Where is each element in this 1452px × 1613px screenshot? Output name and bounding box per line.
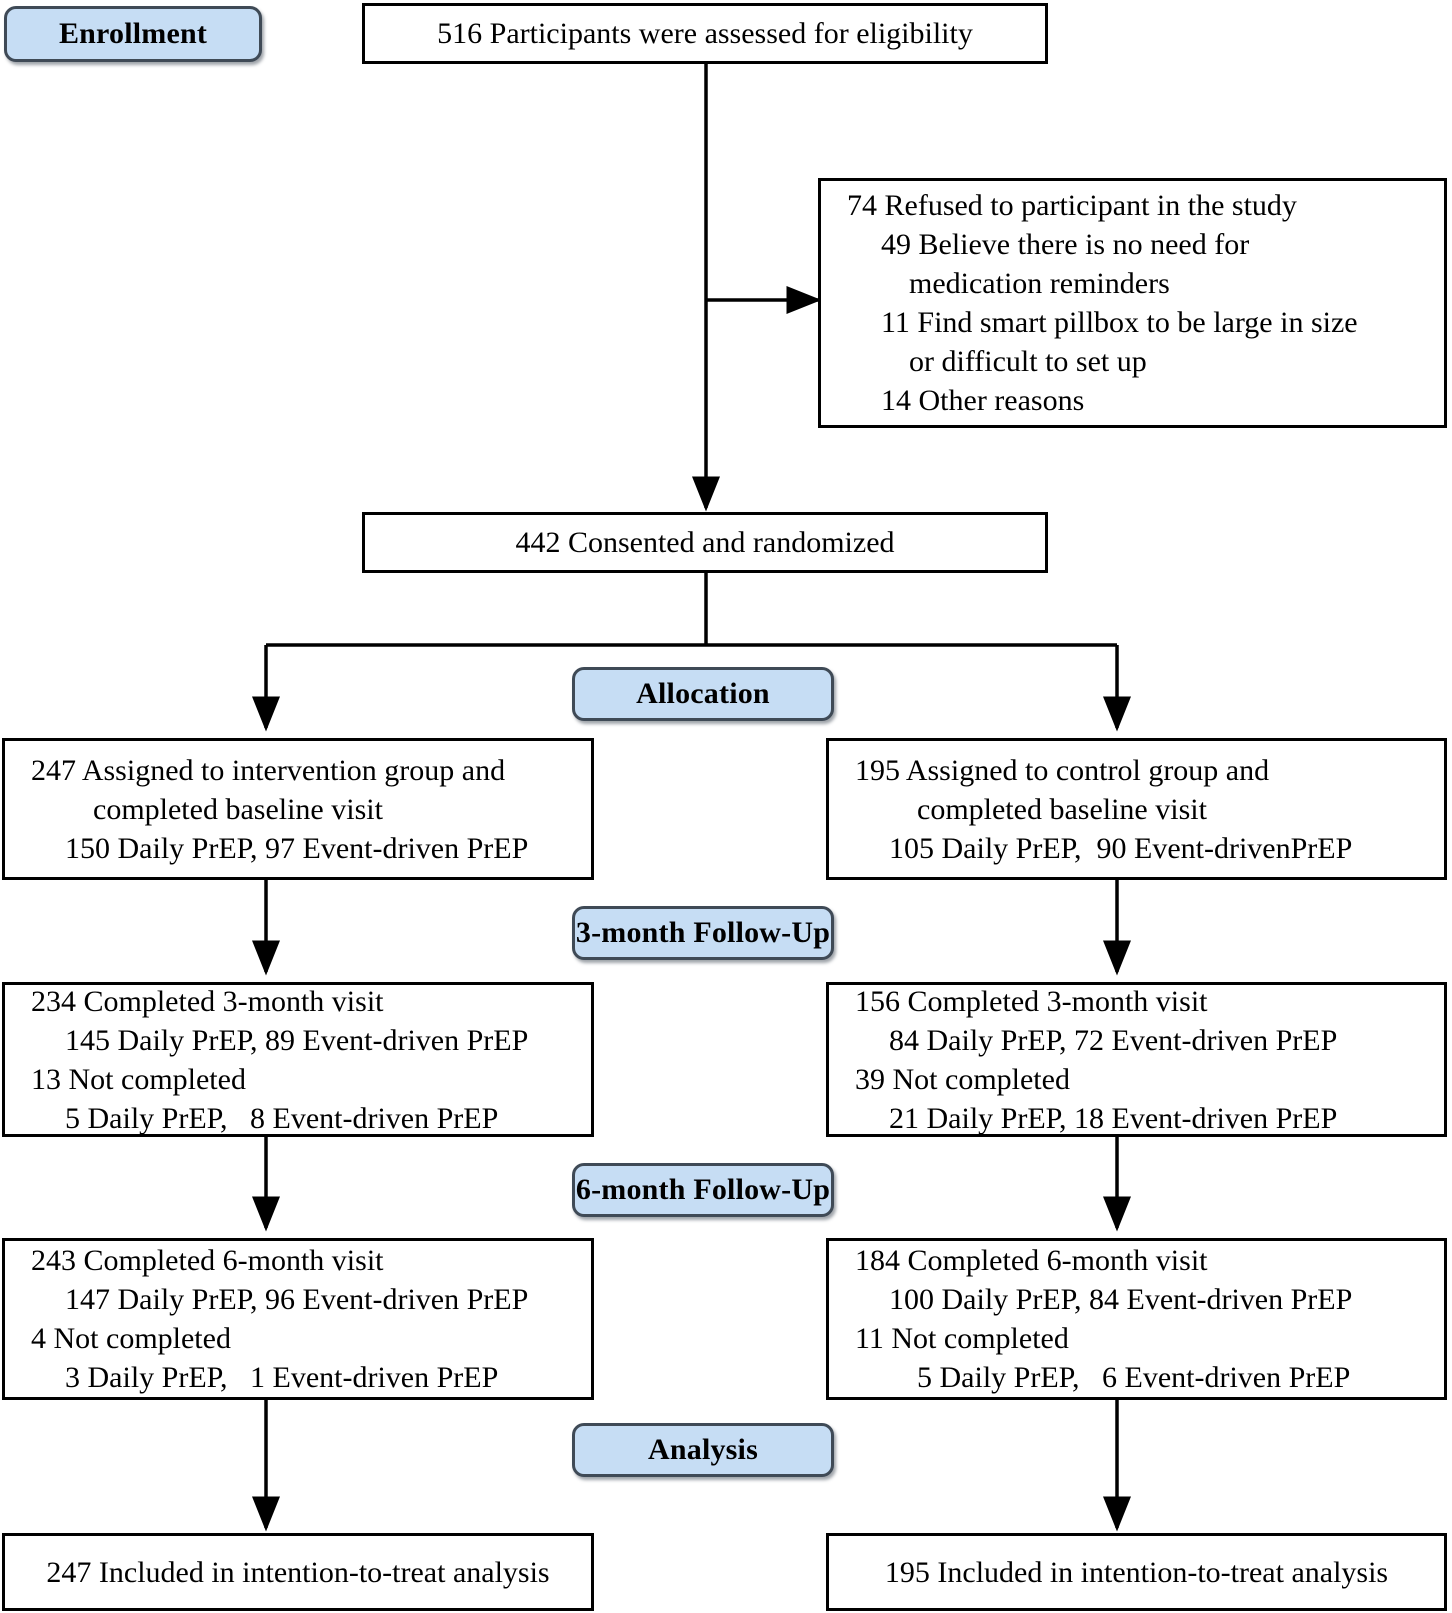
node-consented-randomized: 442 Consented and randomized [362, 512, 1048, 573]
node-line: 145 Daily PrEP, 89 Event-driven PrEP [65, 1023, 529, 1057]
node-line: 5 Daily PrEP, 6 Event-driven PrEP [917, 1361, 1351, 1394]
node-line: 100 Daily PrEP, 84 Event-driven PrEP [889, 1283, 1353, 1316]
node-allocation-control: 195 Assigned to control group and comple… [826, 738, 1447, 880]
node-line: 150 Daily PrEP, 97 Event-driven PrEP [65, 831, 529, 865]
node-line: 84 Daily PrEP, 72 Event-driven PrEP [889, 1023, 1338, 1057]
node-line: 11 Not completed [855, 1322, 1069, 1355]
stage-badge-analysis: Analysis [572, 1423, 834, 1477]
node-line: 147 Daily PrEP, 96 Event-driven PrEP [65, 1283, 529, 1316]
node-6month-intervention: 243 Completed 6-month visit 147 Daily Pr… [2, 1238, 594, 1400]
node-line: 105 Daily PrEP, 90 Event-drivenPrEP [889, 831, 1353, 865]
node-6month-control: 184 Completed 6-month visit 100 Daily Pr… [826, 1238, 1447, 1400]
stage-badge-3month-followup: 3-month Follow-Up [572, 906, 834, 960]
stage-label-enrollment: Enrollment [58, 17, 208, 50]
stage-badge-allocation: Allocation [572, 667, 834, 721]
node-line: 442 Consented and randomized [515, 526, 895, 559]
node-line: 13 Not completed [31, 1062, 246, 1096]
node-line: 3 Daily PrEP, 1 Event-driven PrEP [65, 1361, 499, 1394]
node-line: 195 Assigned to control group and [855, 753, 1270, 787]
node-line: 4 Not completed [31, 1322, 231, 1355]
stage-badge-enrollment: Enrollment [4, 6, 262, 62]
node-assessed-for-eligibility: 516 Participants were assessed for eligi… [362, 3, 1048, 64]
node-line: 21 Daily PrEP, 18 Event-driven PrEP [889, 1101, 1338, 1135]
node-line: 195 Included in intention-to-treat analy… [884, 1555, 1389, 1589]
node-3month-control: 156 Completed 3-month visit 84 Daily PrE… [826, 982, 1447, 1137]
node-analysis-control: 195 Included in intention-to-treat analy… [826, 1533, 1447, 1611]
node-line: 39 Not completed [855, 1062, 1070, 1096]
node-analysis-intervention: 247 Included in intention-to-treat analy… [2, 1533, 594, 1611]
stage-label-3month-followup: 3-month Follow-Up [575, 916, 831, 949]
node-line: medication reminders [909, 267, 1170, 300]
node-line: 74 Refused to participant in the study [847, 189, 1297, 222]
node-line: 184 Completed 6-month visit [855, 1244, 1208, 1277]
node-line: 5 Daily PrEP, 8 Event-driven PrEP [65, 1101, 499, 1135]
stage-label-analysis: Analysis [648, 1433, 758, 1466]
node-line: 234 Completed 3-month visit [31, 984, 384, 1018]
node-line: 516 Participants were assessed for eligi… [437, 17, 973, 50]
node-3month-intervention: 234 Completed 3-month visit 145 Daily Pr… [2, 982, 594, 1137]
node-line: 247 Included in intention-to-treat analy… [46, 1555, 550, 1589]
stage-label-allocation: Allocation [636, 677, 770, 710]
node-allocation-intervention: 247 Assigned to intervention group and c… [2, 738, 594, 880]
node-line: 49 Believe there is no need for [881, 228, 1250, 261]
node-line: completed baseline visit [93, 792, 383, 826]
stage-label-6month-followup: 6-month Follow-Up [575, 1173, 831, 1206]
node-line: or difficult to set up [909, 345, 1147, 378]
stage-badge-6month-followup: 6-month Follow-Up [572, 1163, 834, 1217]
node-line: 243 Completed 6-month visit [31, 1244, 384, 1277]
node-line: completed baseline visit [917, 792, 1207, 826]
node-line: 156 Completed 3-month visit [855, 984, 1208, 1018]
node-excluded-reasons: 74 Refused to participant in the study 4… [818, 178, 1447, 428]
node-line: 247 Assigned to intervention group and [31, 753, 506, 787]
node-line: 14 Other reasons [881, 384, 1085, 417]
node-line: 11 Find smart pillbox to be large in siz… [881, 306, 1358, 339]
